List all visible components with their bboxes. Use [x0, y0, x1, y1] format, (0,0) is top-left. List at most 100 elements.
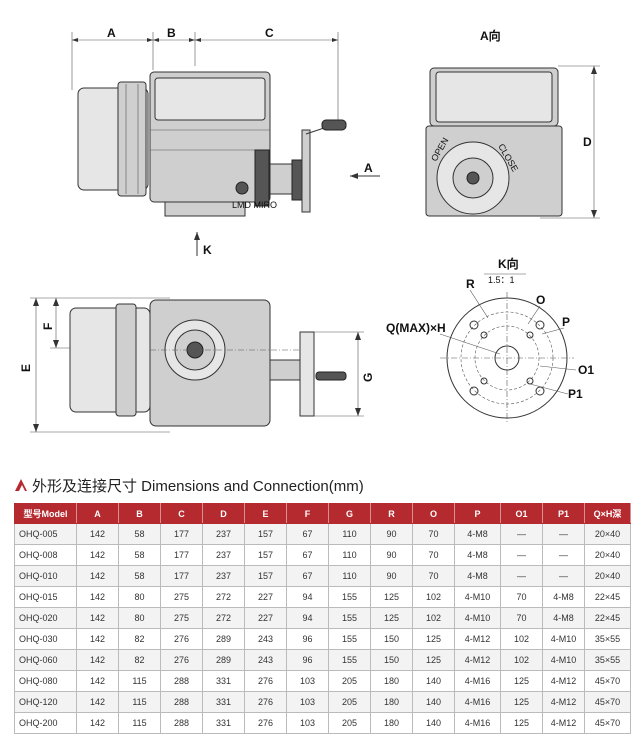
- dim-d-label: D: [583, 135, 592, 149]
- table-cell: 82: [118, 628, 161, 650]
- table-header-cell: O1: [500, 503, 543, 524]
- table-cell: —: [542, 544, 585, 566]
- table-cell: 157: [244, 523, 287, 545]
- dim-b-label: B: [167, 26, 176, 40]
- table-cell: 45×70: [584, 691, 631, 713]
- table-cell: 67: [286, 544, 329, 566]
- table-cell: 180: [370, 712, 413, 734]
- table-cell: 102: [500, 628, 543, 650]
- table-cell: 80: [118, 607, 161, 629]
- table-cell: OHQ-080: [14, 670, 77, 692]
- table-cell: 4-M8: [454, 565, 501, 587]
- table-cell: 155: [328, 607, 371, 629]
- table-cell: —: [500, 544, 543, 566]
- table-cell: 142: [76, 565, 119, 587]
- table-cell: 115: [118, 712, 161, 734]
- table-cell: 70: [412, 523, 455, 545]
- table-cell: 103: [286, 691, 329, 713]
- table-cell: 180: [370, 670, 413, 692]
- table-cell: 70: [500, 586, 543, 608]
- table-cell: 177: [160, 565, 203, 587]
- table-cell: 35×55: [584, 649, 631, 671]
- table-cell: 142: [76, 691, 119, 713]
- table-header-cell: A: [76, 503, 119, 524]
- table-cell: 288: [160, 691, 203, 713]
- table-cell: 4-M8: [454, 544, 501, 566]
- dim-p-label: P: [562, 315, 570, 329]
- table-cell: 96: [286, 649, 329, 671]
- table-cell: 177: [160, 523, 203, 545]
- table-cell: 289: [202, 649, 245, 671]
- view-k-label: K向: [498, 256, 519, 271]
- table-cell: 115: [118, 691, 161, 713]
- table-cell: —: [500, 523, 543, 545]
- table-cell: 157: [244, 544, 287, 566]
- table-cell: 4-M12: [454, 649, 501, 671]
- table-cell: 227: [244, 607, 287, 629]
- table-cell: 58: [118, 565, 161, 587]
- dim-r-label: R: [466, 277, 475, 291]
- table-cell: 272: [202, 586, 245, 608]
- table-cell: 276: [244, 691, 287, 713]
- table-cell: 142: [76, 544, 119, 566]
- table-cell: 67: [286, 565, 329, 587]
- table-cell: 205: [328, 670, 371, 692]
- arrow-k-label: K: [203, 243, 212, 257]
- table-cell: 237: [202, 565, 245, 587]
- side-view-a: A向 OPEN CLOSE D: [425, 28, 600, 219]
- table-cell: 227: [244, 586, 287, 608]
- table-cell: OHQ-008: [14, 544, 77, 566]
- table-cell: 142: [76, 607, 119, 629]
- table-cell: 94: [286, 607, 329, 629]
- table-header-cell: C: [160, 503, 203, 524]
- table-cell: 288: [160, 712, 203, 734]
- table-cell: 142: [76, 712, 119, 734]
- table-cell: 4-M8: [542, 586, 585, 608]
- table-header-cell: R: [370, 503, 413, 524]
- table-cell: 4-M12: [542, 670, 585, 692]
- table-cell: 70: [412, 565, 455, 587]
- table-cell: 180: [370, 691, 413, 713]
- table-cell: —: [500, 565, 543, 587]
- table-cell: 205: [328, 691, 371, 713]
- table-cell: OHQ-010: [14, 565, 77, 587]
- table-cell: OHQ-020: [14, 607, 77, 629]
- table-cell: 205: [328, 712, 371, 734]
- table-cell: 125: [412, 628, 455, 650]
- table-cell: 150: [370, 649, 413, 671]
- table-cell: 67: [286, 523, 329, 545]
- table-cell: —: [542, 523, 585, 545]
- section-title-text: 外形及连接尺寸 Dimensions and Connection(mm): [32, 477, 364, 495]
- table-cell: 20×40: [584, 523, 631, 545]
- table-header-cell: E: [244, 503, 287, 524]
- table-cell: OHQ-030: [14, 628, 77, 650]
- table-cell: OHQ-005: [14, 523, 77, 545]
- table-cell: 4-M10: [454, 607, 501, 629]
- table-cell: 155: [328, 649, 371, 671]
- table-cell: 4-M10: [454, 586, 501, 608]
- dim-o1-label: O1: [578, 363, 594, 377]
- table-cell: 4-M12: [542, 712, 585, 734]
- view-k: K向 1.5：1 R O P Q(MAX)×H O1 P1: [386, 256, 594, 424]
- table-cell: OHQ-060: [14, 649, 77, 671]
- table-cell: 276: [160, 628, 203, 650]
- table-cell: 45×70: [584, 712, 631, 734]
- table-cell: 110: [328, 523, 371, 545]
- top-view: E F G: [19, 297, 375, 433]
- table-cell: OHQ-120: [14, 691, 77, 713]
- dim-e-label: E: [19, 364, 33, 372]
- table-cell: 276: [244, 670, 287, 692]
- table-cell: —: [542, 565, 585, 587]
- table-cell: 275: [160, 607, 203, 629]
- table-cell: 102: [500, 649, 543, 671]
- table-cell: 125: [370, 607, 413, 629]
- table-cell: 90: [370, 565, 413, 587]
